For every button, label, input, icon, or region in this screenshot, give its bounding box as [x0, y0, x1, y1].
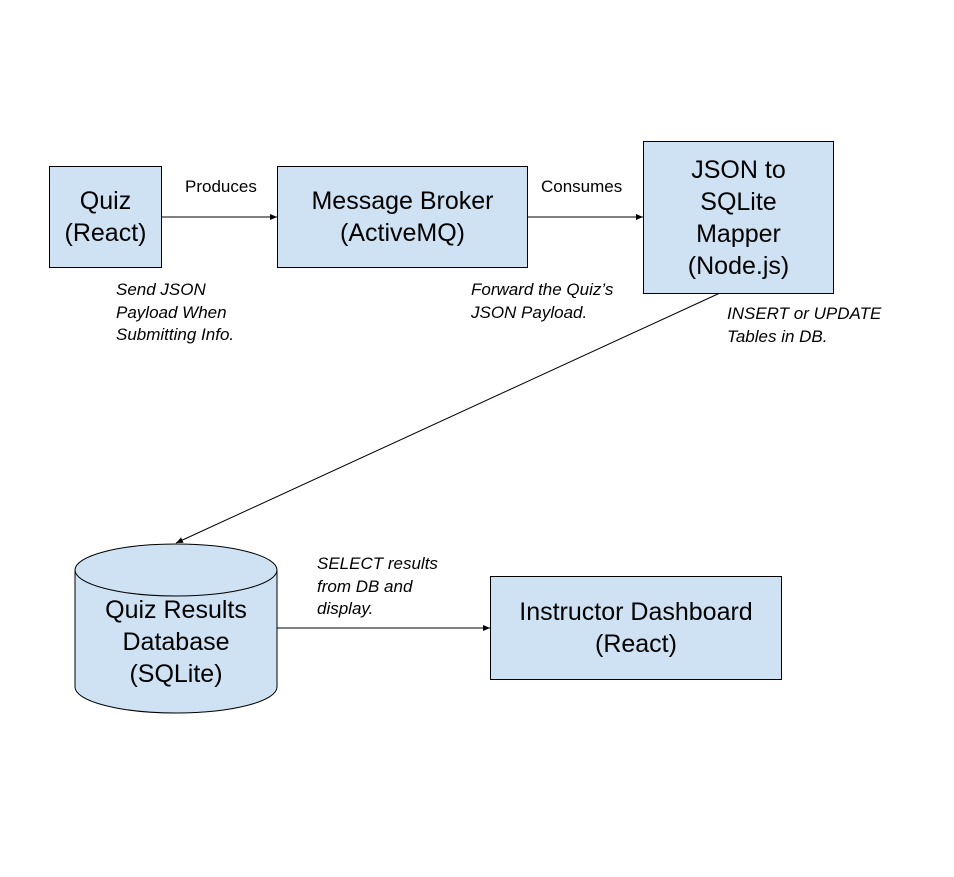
instructor-dashboard-box: Instructor Dashboard (React)	[490, 576, 782, 680]
message-broker-box: Message Broker (ActiveMQ)	[277, 166, 528, 268]
arrow-mapper-to-database	[175, 292, 721, 544]
consumes-label: Consumes	[541, 177, 623, 196]
quiz-box: Quiz (React)	[49, 166, 162, 268]
database-cylinder-shape	[74, 543, 278, 714]
json-sqlite-mapper-box: JSON to SQLite Mapper (Node.js)	[643, 141, 834, 294]
quiz-note: Send JSON Payload When Submitting Info.	[116, 280, 235, 344]
database-note: SELECT results from DB and display.	[317, 554, 438, 618]
quiz-results-database: Quiz Results Database (SQLite)	[105, 596, 247, 688]
broker-note: Forward the Quiz’s JSON Payload.	[471, 280, 614, 322]
mapper-note: INSERT or UPDATE Tables in DB.	[727, 304, 882, 346]
produces-label: Produces	[185, 177, 257, 196]
